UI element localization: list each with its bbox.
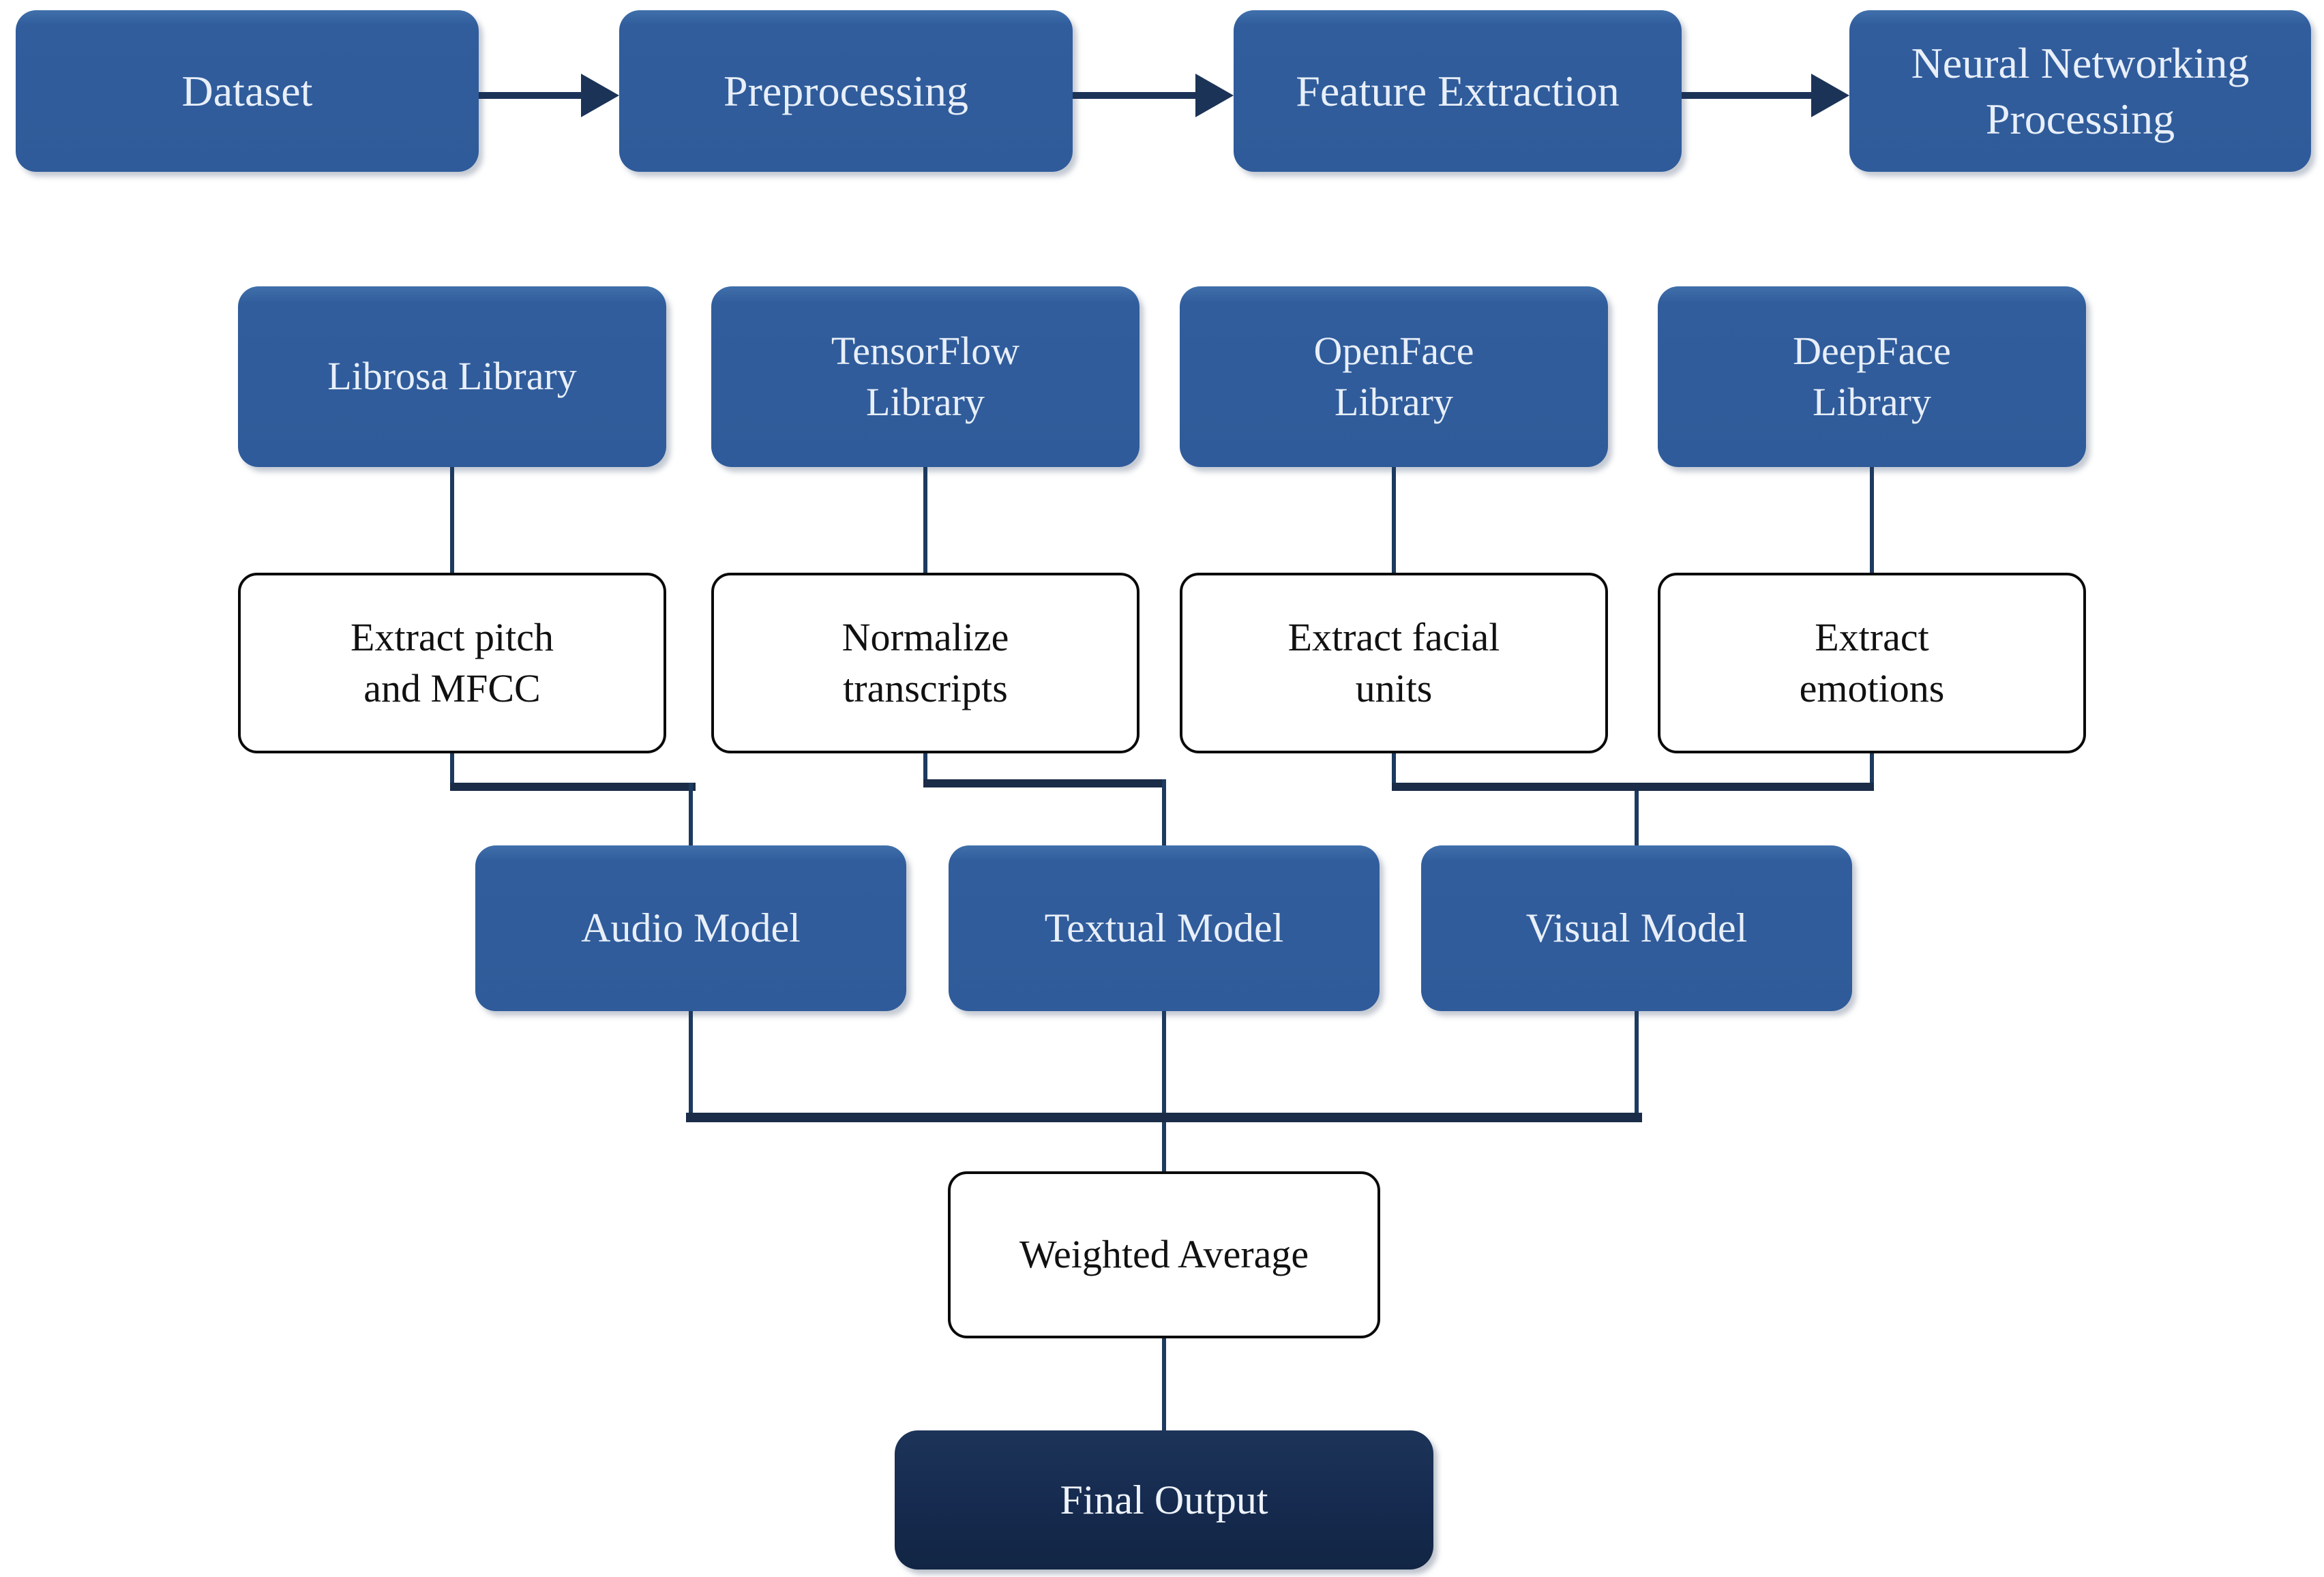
node-weighted-average: Weighted Average [948,1171,1380,1338]
connector-audio-model-down [689,1011,693,1120]
connector-visual-join-bar [1392,783,1874,791]
node-deepface-library: DeepFace Library [1658,286,2086,467]
node-extract-facial-units: Extract facial units [1180,573,1608,753]
connector-pitch-elbow-across [450,783,696,791]
connector-transcripts-elbow-down [923,753,927,787]
node-normalize-transcripts: Normalize transcripts [711,573,1139,753]
connector-librosa-to-extract-pitch [450,467,454,573]
flow-arrow-preprocessing-to-feature-extraction [1073,92,1197,99]
connector-visual-model-down [1635,1011,1639,1120]
connector-facial-units-down [1392,753,1396,791]
arrow-right-icon [1811,74,1849,117]
connector-pitch-into-audio-model [689,783,693,845]
connector-pitch-elbow-down [450,753,454,791]
connector-into-final-output [1162,1338,1166,1430]
node-textual-model: Textual Model [949,845,1380,1011]
connector-transcripts-elbow-across [923,779,1166,787]
connector-fusion-merge-bar [686,1113,1642,1122]
node-audio-model: Audio Model [475,845,906,1011]
node-feature-extraction: Feature Extraction [1234,10,1682,172]
node-visual-model: Visual Model [1421,845,1852,1011]
node-dataset: Dataset [16,10,479,172]
connector-openface-to-facial-units [1392,467,1396,573]
connector-emotions-down [1870,753,1874,791]
node-openface-library: OpenFace Library [1180,286,1608,467]
connector-tensorflow-to-normalize [923,467,927,573]
node-neural-networking-processing: Neural Networking Processing [1849,10,2311,172]
node-librosa-library: Librosa Library [238,286,666,467]
node-extract-pitch-mfcc: Extract pitch and MFCC [238,573,666,753]
connector-deepface-to-emotions [1870,467,1874,573]
connector-textual-model-down [1162,1011,1166,1120]
node-extract-emotions: Extract emotions [1658,573,2086,753]
flow-arrow-feature-extraction-to-neural [1682,92,1813,99]
node-preprocessing: Preprocessing [619,10,1073,172]
arrow-right-icon [1195,74,1234,117]
node-final-output: Final Output [895,1430,1433,1570]
arrow-right-icon [581,74,619,117]
flow-arrow-dataset-to-preprocessing [479,92,582,99]
connector-transcripts-into-textual-model [1162,779,1166,845]
connector-into-visual-model [1635,791,1639,845]
connector-into-weighted-average [1162,1122,1166,1171]
node-tensorflow-library: TensorFlow Library [711,286,1139,467]
